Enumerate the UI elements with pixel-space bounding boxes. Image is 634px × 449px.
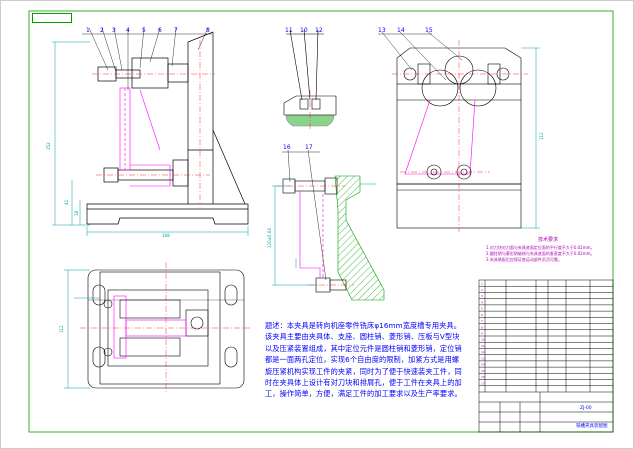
callout-8: 8	[206, 27, 210, 34]
bom-row-number: 14	[481, 363, 485, 367]
callout-14: 14	[397, 27, 405, 34]
bom-row-number: 10	[481, 338, 485, 342]
bom-row-number: 4	[481, 300, 483, 304]
sheet-inner-frame	[28, 10, 614, 433]
bom-row-number: 8	[481, 325, 483, 329]
front-view	[52, 27, 249, 236]
callout-6: 6	[158, 27, 162, 34]
tech-line-1: 1.对刀块对刀面与夹具底面定位面的平行度不大于0.02mm。	[486, 245, 595, 250]
dim-front-height: 152	[46, 142, 51, 150]
callout-2: 2	[100, 27, 104, 34]
plan-view	[64, 262, 250, 394]
bom-row-number: 3	[481, 294, 483, 298]
tech-requirements-title: 技术要求	[538, 237, 559, 243]
bom-row-number: 12	[481, 350, 485, 354]
side-view	[378, 31, 540, 232]
callout-17: 17	[305, 144, 313, 151]
tech-requirements: 1.对刀块对刀面与夹具底面定位面的平行度不大于0.02mm。 2.圆柱销与菱形销…	[486, 245, 606, 263]
front-dimensions: 152 168 42 18	[46, 142, 170, 238]
bom-row-number: 5	[481, 307, 483, 311]
callout-3: 3	[112, 27, 116, 34]
dim-front-small-b: 18	[74, 210, 79, 216]
bom-row-number: 2	[481, 288, 483, 292]
dim-section-height: 120±0.04	[267, 228, 272, 248]
bom-row-number: 16	[481, 375, 485, 379]
section-view	[272, 149, 385, 301]
callout-15: 15	[425, 27, 433, 34]
dim-front-small-a: 42	[64, 199, 69, 205]
front-callouts: 1 2 3 4 5 6 7 8	[86, 27, 210, 34]
bom-row-number: 13	[481, 356, 485, 360]
callout-16: 16	[283, 144, 291, 151]
callout-1: 1	[86, 27, 90, 34]
bom-row-number: 9	[481, 332, 483, 336]
dim-plan-height: 112	[59, 325, 64, 333]
tech-line-2: 2.圆柱销与菱形销轴线与夹具底面的垂直度不大于0.02mm。	[486, 251, 595, 256]
bom-row-number: 1	[481, 282, 483, 286]
bom-row-number: 15	[481, 369, 485, 373]
side-callouts: 13 14 15	[378, 27, 433, 34]
callout-13: 13	[378, 27, 386, 34]
callout-12: 12	[315, 27, 323, 34]
top-detail-callouts: 11 10 12	[285, 27, 323, 34]
callout-4: 4	[126, 27, 130, 34]
bom-row-number: 17	[481, 381, 485, 385]
bom-row-number: 6	[481, 313, 483, 317]
title-block-name: 铣槽夹具装配图	[576, 422, 608, 429]
dim-side-height: 112	[539, 132, 544, 140]
callout-11: 11	[285, 27, 293, 34]
tech-line-3: 3.夹具装配后应保证各运动部件灵活可靠。	[486, 257, 562, 262]
callout-10: 10	[300, 27, 308, 34]
corner-label	[32, 13, 72, 23]
callout-7: 7	[174, 27, 178, 34]
callout-5: 5	[142, 27, 146, 34]
detail-view-top	[283, 29, 337, 130]
dim-front-width: 168	[162, 233, 170, 238]
bom-row-number: 11	[481, 344, 485, 348]
bom-row-number: 7	[481, 319, 483, 323]
section-callouts: 16 17	[283, 144, 313, 151]
bom-table	[478, 279, 614, 433]
design-description-note: 题述：本夹具是转向机座零件铣床φ16mm宽度槽专用夹具。该夹具主要由夹具体、支座…	[265, 321, 462, 399]
title-block-drawing-no: ZJ-00	[580, 405, 592, 411]
